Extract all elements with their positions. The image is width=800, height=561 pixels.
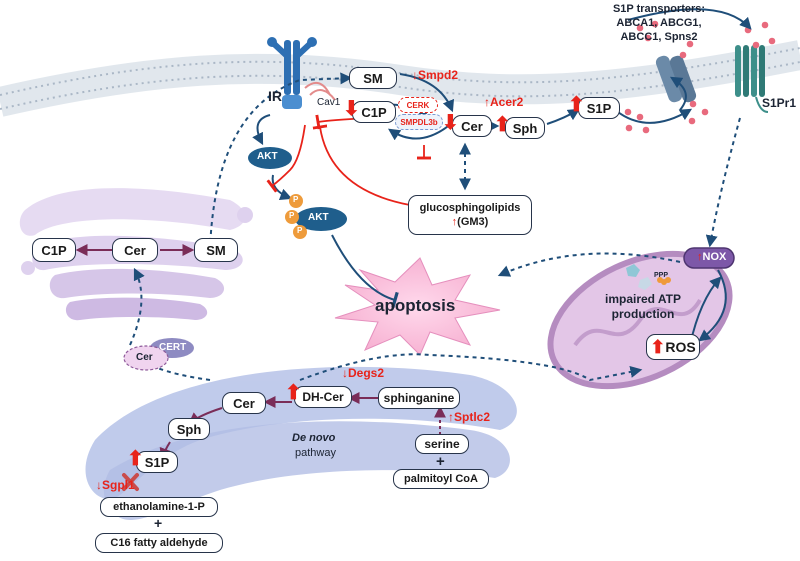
cert-protein: [123, 338, 194, 371]
palmitoyl-coa-node: palmitoyl CoA: [393, 469, 489, 489]
s1pr1-receptor: [735, 45, 769, 113]
sm-node: SM: [349, 67, 397, 89]
nox-text: NOX: [702, 251, 727, 263]
cert-label: CERT: [159, 342, 187, 353]
sph-up-arrow: ⬆: [494, 114, 511, 136]
smpd2-text: Smpd2: [418, 68, 459, 82]
c1p-down-arrow: ⬇: [343, 98, 360, 120]
de-novo-label: De novo: [292, 432, 336, 444]
glyco-line-1: glucosphingolipids: [419, 202, 521, 214]
nox-label: ↑NOX: [697, 251, 727, 263]
dh-cer-node: DH-Cer: [294, 386, 352, 408]
c1p-node: C1P: [352, 101, 396, 123]
apoptosis-burst: [334, 257, 501, 356]
ros-text: ROS: [665, 339, 696, 355]
er-s1p-node: S1P: [136, 451, 178, 473]
glyco-gm3: (GM3): [457, 216, 489, 228]
golgi-c1p-node: C1P: [32, 238, 76, 262]
sgpl1-label: ↓Sgpl1: [96, 478, 135, 492]
acer2-text: Acer2: [490, 95, 524, 109]
phospho-3: P: [297, 226, 303, 235]
s1p-up-arrow: ⬆: [568, 94, 585, 116]
atp-line-1: impaired ATP: [604, 292, 681, 306]
phospho-1: P: [293, 195, 299, 204]
acer2-label: ↑Acer2: [484, 95, 524, 109]
smpdl3b-node: SMPDL3b: [395, 114, 443, 130]
atp-molecules: [626, 264, 671, 290]
inhibition-lines: [266, 114, 432, 206]
er-s1p-up-arrow: ⬆: [127, 448, 144, 470]
cerk-node: CERK: [398, 97, 438, 113]
insulin-receptor: [267, 37, 317, 109]
sph-node: Sph: [505, 117, 545, 139]
nox-enzyme: [683, 247, 735, 269]
cert-cer-label: Cer: [136, 352, 153, 363]
golgi-sm-node: SM: [194, 238, 238, 262]
dh-cer-up-arrow: ⬆: [285, 382, 302, 404]
degs2-text: Degs2: [348, 366, 385, 380]
degs2-label: ↓Degs2: [342, 366, 385, 380]
ros-node: ⬆ROS: [646, 334, 700, 360]
p-akt-label: AKT: [308, 212, 329, 223]
plasma-membrane: [0, 40, 800, 117]
caveolin-1: [304, 81, 336, 101]
transporters-title: S1P transporters:: [612, 3, 706, 15]
serine-node: serine: [415, 434, 469, 454]
akt-nodes: [248, 147, 347, 239]
cer-down-arrow: ⬇: [442, 112, 459, 134]
blocked-mark: [122, 473, 139, 491]
glycosphingolipids-node: glucosphingolipids ↑(GM3): [408, 195, 532, 235]
glyco-line-2: ↑(GM3): [451, 216, 489, 228]
apoptosis-label: apoptosis: [375, 296, 456, 315]
er-plus: +: [436, 453, 445, 470]
sphinganine-node: sphinganine: [378, 387, 460, 409]
pathway-label: pathway: [295, 447, 336, 459]
transporters-caption: S1P transporters: ABCA1, ABCG1, ABCC1, S…: [596, 2, 722, 44]
s1pr1-label: S1Pr1: [762, 96, 797, 110]
ethanolamine-node: ethanolamine-1-P: [100, 497, 218, 517]
ppp-label: PPP: [654, 272, 669, 279]
phospho-2: P: [289, 211, 295, 220]
transporters-list-1: ABCA1, ABCG1,: [616, 17, 702, 29]
sgpl1-text: Sgpl1: [102, 478, 135, 492]
s1p-membrane-node: S1P: [578, 97, 620, 119]
akt-label: AKT: [257, 151, 278, 162]
sptlc2-label: ↑Sptlc2: [448, 410, 491, 424]
cav1-label: Cav1: [317, 97, 341, 108]
golgi-cer-node: Cer: [112, 238, 158, 262]
cer-node: Cer: [452, 115, 492, 137]
fatty-aldehyde-node: C16 fatty aldehyde: [95, 533, 223, 553]
er-sph-node: Sph: [168, 418, 210, 440]
atp-caption: impaired ATP production: [584, 292, 702, 322]
er-cer-node: Cer: [222, 392, 266, 414]
transporters-list-2: ABCC1, Spns2: [620, 31, 698, 43]
degradation-plus: +: [154, 515, 163, 531]
smpd2-label: ↓Smpd2: [412, 68, 459, 82]
ir-label: IR: [268, 88, 282, 104]
atp-line-2: production: [611, 307, 675, 321]
sptlc2-text: Sptlc2: [454, 410, 491, 424]
dashed-arrows: [129, 72, 741, 382]
